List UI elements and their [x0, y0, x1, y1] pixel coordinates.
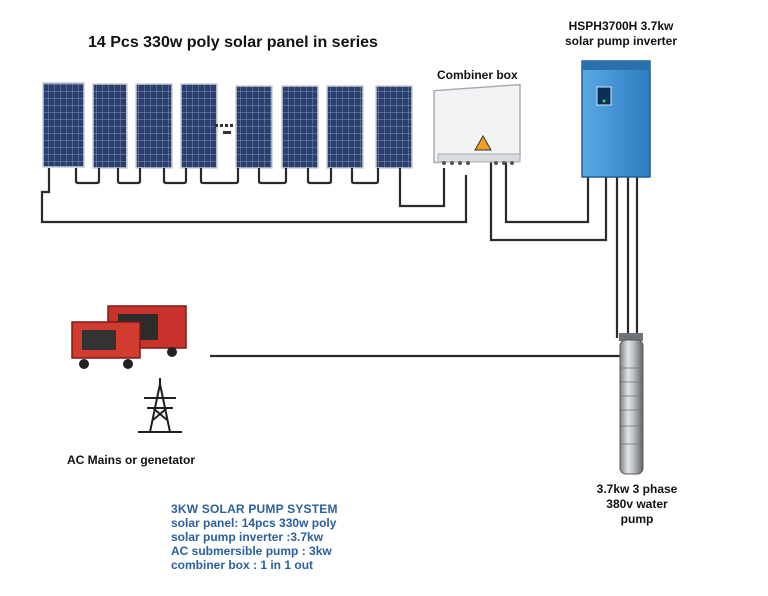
series-wire — [199, 168, 240, 185]
pump-label-line: pump — [620, 512, 654, 526]
series-wire — [350, 168, 380, 185]
summary-line: AC submersible pump : 3kw — [171, 544, 332, 558]
warning-icon — [474, 134, 492, 151]
string-negative-wire — [40, 168, 468, 224]
inverter-description: solar pump inverter — [564, 34, 678, 48]
solar-panel — [235, 85, 273, 169]
series-wire — [257, 168, 288, 185]
pump-label: 3.7kw 3 phase 380v water pump — [590, 482, 684, 527]
summary-title: 3KW SOLAR PUMP SYSTEM — [171, 502, 338, 516]
submersible-pump — [619, 333, 644, 475]
solar-panel — [281, 85, 319, 169]
more-panels-dots — [215, 124, 233, 134]
system-summary: 3KW SOLAR PUMP SYSTEM solar panel: 14pcs… — [171, 502, 338, 572]
diagram-title: 14 Pcs 330w poly solar panel in series — [88, 34, 378, 51]
ac-source-label: AC Mains or genetator — [67, 453, 196, 467]
string-positive-wire — [398, 168, 446, 208]
solar-panel — [326, 85, 364, 169]
summary-line: solar panel: 14pcs 330w poly — [171, 516, 337, 530]
pump-label-line: 3.7kw 3 phase — [596, 482, 678, 496]
series-wire — [306, 168, 333, 185]
series-wire — [74, 168, 101, 185]
solar-panel-array — [42, 82, 413, 169]
power-tower-icon — [138, 378, 182, 433]
combiner-box — [433, 83, 521, 165]
combiner-to-inverter-wire — [489, 162, 608, 242]
solar-panel — [92, 83, 128, 169]
solar-panel — [42, 82, 85, 168]
pump-label-line: 380v water — [606, 497, 668, 511]
solar-panel — [135, 83, 173, 169]
combiner-to-inverter-wire — [504, 162, 590, 224]
inverter-model: HSPH3700H 3.7kw — [568, 19, 674, 33]
series-wire — [162, 168, 188, 185]
solar-pump-inverter — [581, 60, 651, 178]
inverter-display — [596, 86, 612, 106]
solar-panel — [180, 83, 218, 169]
summary-line: combiner box : 1 in 1 out — [171, 558, 314, 572]
combiner-box-label: Combiner box — [437, 68, 518, 82]
inverter-label: HSPH3700H 3.7kw solar pump inverter — [556, 19, 686, 49]
series-wire — [116, 168, 142, 185]
summary-line: solar pump inverter :3.7kw — [171, 530, 324, 544]
solar-panel — [375, 85, 413, 169]
wiring — [40, 162, 639, 358]
generator-icon — [71, 305, 187, 369]
